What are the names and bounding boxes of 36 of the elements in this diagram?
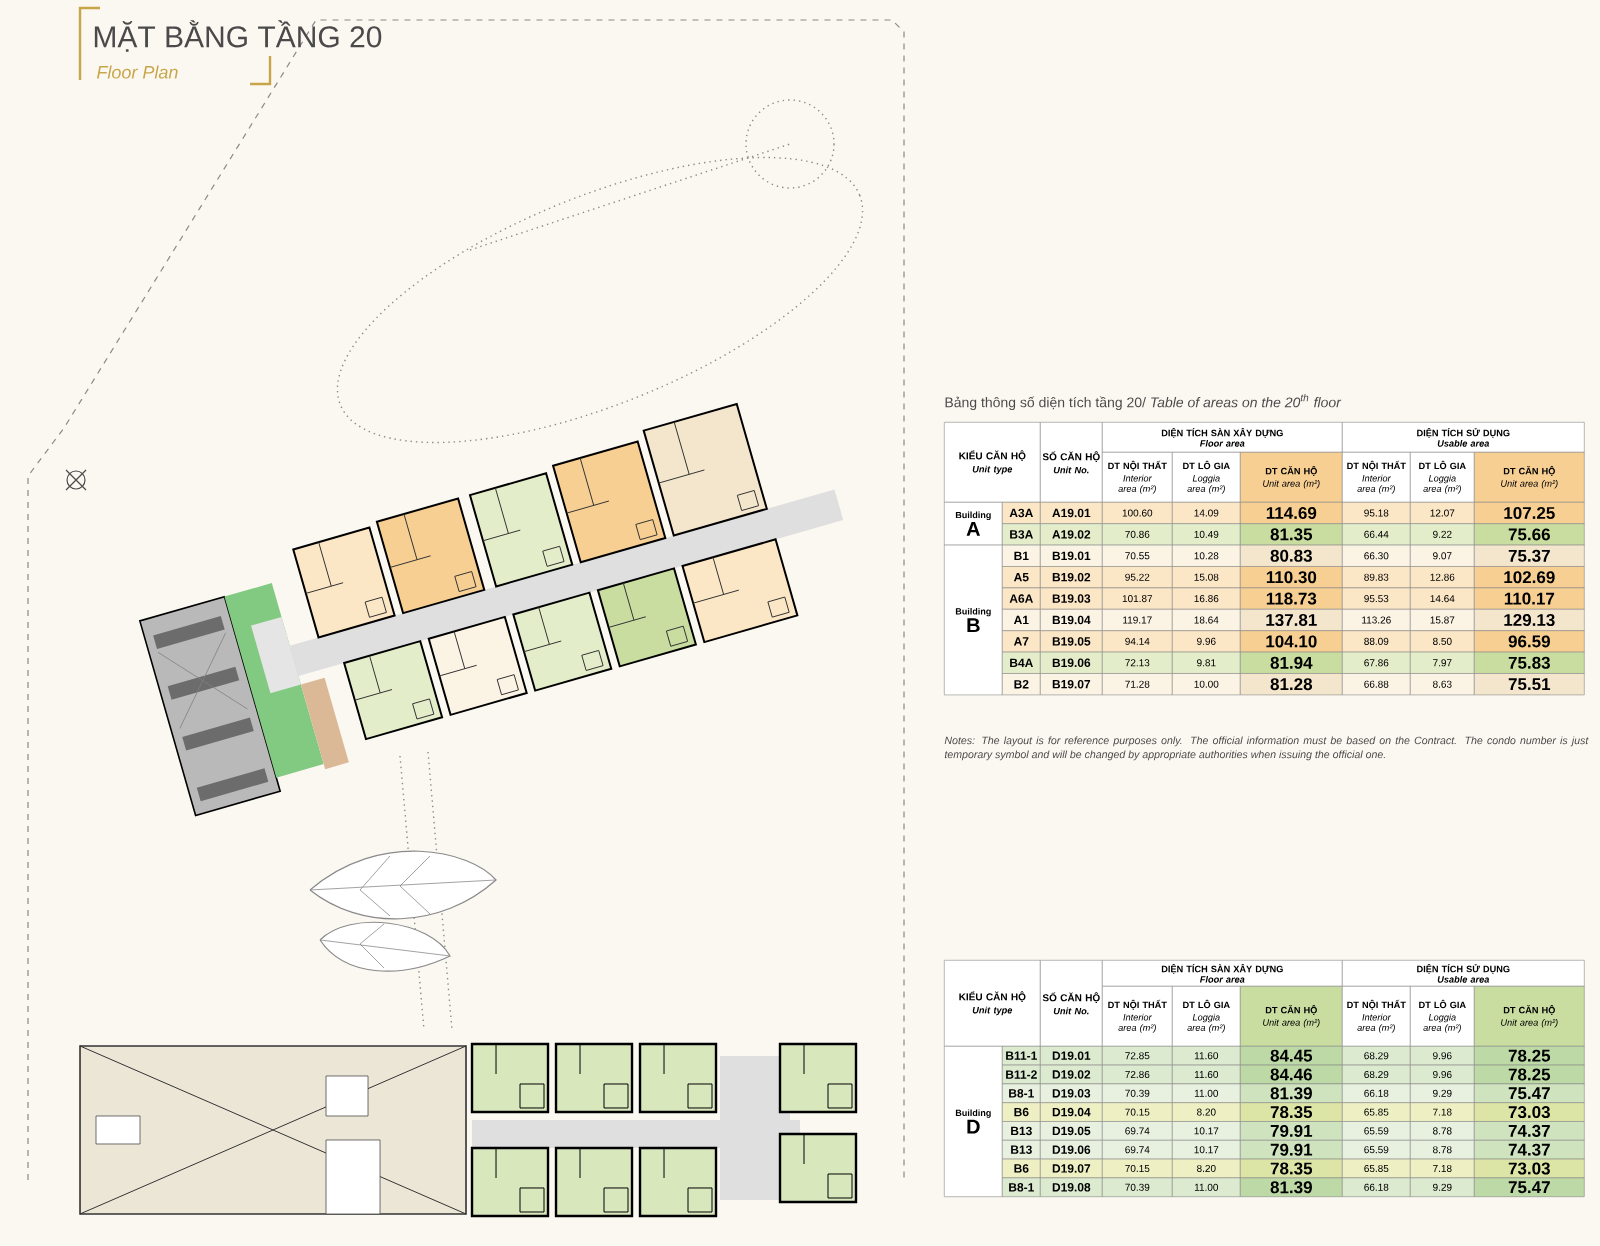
table-cell: 73.03 xyxy=(1474,1102,1585,1122)
table-cell: 118.73 xyxy=(1240,587,1343,610)
table-cell: 110.17 xyxy=(1474,587,1585,610)
table-cell: 84.46 xyxy=(1240,1064,1343,1085)
table-cell: 80.83 xyxy=(1240,544,1343,567)
table-cell: 81.94 xyxy=(1240,651,1343,674)
table-cell: 137.81 xyxy=(1240,609,1343,631)
table-cell: 78.25 xyxy=(1474,1046,1585,1066)
table-cell: 79.91 xyxy=(1240,1140,1343,1160)
table-cell: 73.03 xyxy=(1474,1158,1585,1179)
table-cell: 110.30 xyxy=(1240,566,1343,589)
table-cell: 129.13 xyxy=(1474,609,1585,631)
table-cell: 104.10 xyxy=(1240,630,1343,653)
table-cell: 79.91 xyxy=(1240,1121,1343,1141)
table-cell: 75.83 xyxy=(1474,651,1585,674)
table-cell: 81.28 xyxy=(1240,673,1343,696)
table-cell: 74.37 xyxy=(1474,1121,1585,1141)
table-cell: 84.45 xyxy=(1240,1046,1343,1066)
table-cell: 75.47 xyxy=(1474,1177,1585,1197)
table-cell: 78.35 xyxy=(1240,1102,1343,1122)
table-cell: 81.39 xyxy=(1240,1083,1343,1103)
table-cell: 96.59 xyxy=(1474,630,1585,653)
table-cell: 81.39 xyxy=(1240,1177,1343,1197)
table-cell: 75.51 xyxy=(1474,673,1585,696)
title: MẶT BẰNG TẦNG 20 xyxy=(94,20,382,52)
table-cell: 75.66 xyxy=(1474,523,1585,546)
table-cell: 102.69 xyxy=(1474,566,1585,589)
table-cell: 107.25 xyxy=(1474,502,1585,524)
table-cell: 74.37 xyxy=(1474,1140,1585,1160)
table-cell: 75.47 xyxy=(1474,1083,1585,1103)
table-cell: 81.35 xyxy=(1240,523,1343,546)
table-cell: 75.37 xyxy=(1474,544,1585,567)
table-cell: 114.69 xyxy=(1240,502,1343,524)
table-cell: 78.35 xyxy=(1240,1158,1343,1179)
subtitle: Floor Plan xyxy=(97,65,178,79)
table-cell: 78.25 xyxy=(1474,1064,1585,1085)
